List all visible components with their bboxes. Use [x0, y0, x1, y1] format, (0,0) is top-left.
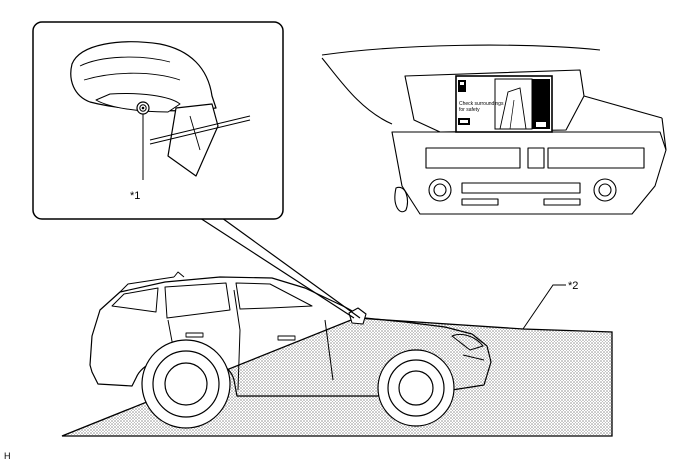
multimedia-display: Check surroundings for safety — [455, 75, 553, 133]
callout-2: *2 — [522, 280, 578, 330]
callout-label-2: *2 — [568, 280, 578, 292]
figure-corner-code: H — [4, 451, 11, 461]
display-message-line2: for safety — [459, 107, 480, 113]
display-message-line1: Check surroundings — [459, 101, 504, 107]
rear-wheel — [141, 339, 231, 429]
side-mirror-closeup — [70, 41, 251, 177]
vehicle-side-view — [89, 271, 492, 429]
callout-label-1: *1 — [130, 190, 140, 202]
side-camera-icon — [136, 101, 150, 115]
front-wheel — [377, 349, 455, 427]
zoom-connector — [199, 217, 361, 319]
mirror-detail-inset: *1 — [32, 21, 284, 220]
